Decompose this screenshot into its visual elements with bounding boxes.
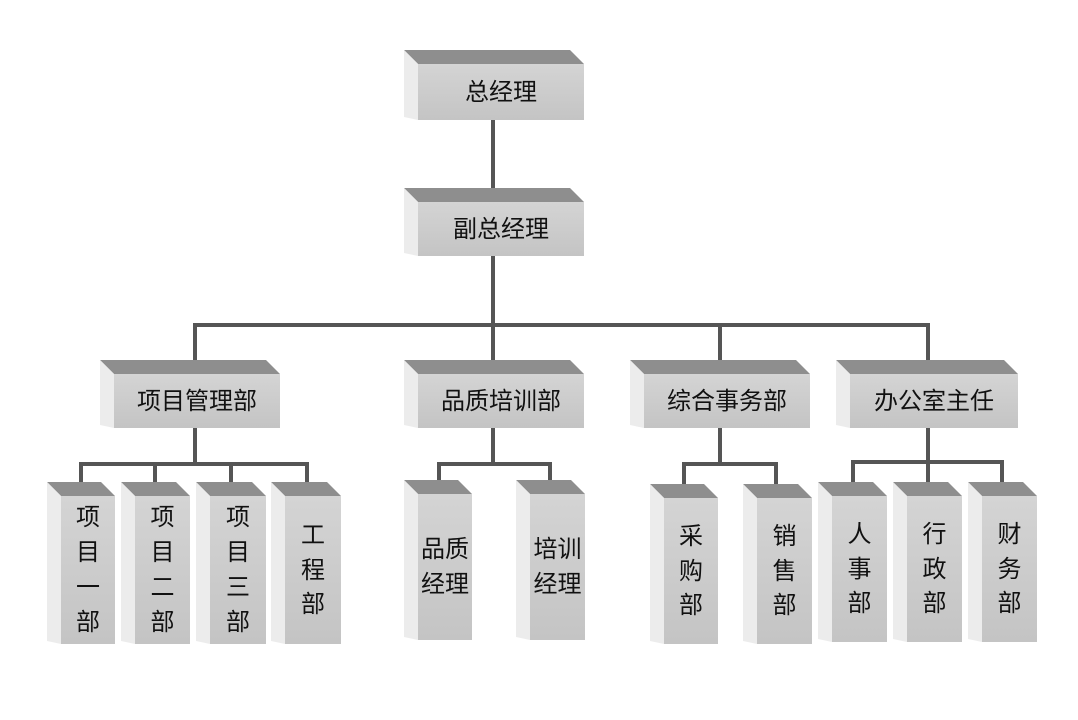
node-label: 销 售 部 — [757, 498, 812, 644]
node-label: 项 目 二 部 — [135, 496, 190, 644]
node-project-management-dept: 项目管理部 — [100, 360, 280, 428]
connector — [193, 323, 197, 363]
connector — [718, 428, 722, 464]
node-label: 人 事 部 — [832, 496, 887, 642]
connector — [851, 460, 855, 484]
node-label: 项 目 一 部 — [61, 496, 115, 644]
connector — [491, 323, 495, 363]
node-label: 行 政 部 — [907, 496, 962, 642]
connector — [491, 120, 495, 190]
connector — [491, 428, 495, 464]
node-label: 总经理 — [418, 64, 584, 120]
node-label: 品质培训部 — [418, 374, 584, 428]
leaf-hr: 人 事 部 — [818, 482, 887, 642]
connector — [437, 462, 441, 482]
node-label: 项 目 三 部 — [210, 496, 266, 644]
leaf-project-2: 项 目 二 部 — [121, 482, 190, 644]
connector — [437, 462, 552, 466]
leaf-project-3: 项 目 三 部 — [196, 482, 266, 644]
leaf-administration: 行 政 部 — [893, 482, 962, 642]
node-label: 财 务 部 — [982, 496, 1037, 642]
connector — [229, 462, 233, 484]
node-deputy-general-manager: 副总经理 — [404, 188, 584, 256]
connector — [718, 323, 722, 363]
connector — [926, 428, 930, 464]
leaf-sales: 销 售 部 — [743, 484, 812, 644]
leaf-finance: 财 务 部 — [968, 482, 1037, 642]
connector — [491, 256, 495, 326]
leaf-training-manager: 培训 经理 — [516, 480, 585, 640]
connector — [193, 428, 197, 464]
connector — [305, 462, 309, 484]
leaf-engineering: 工 程 部 — [271, 482, 341, 644]
node-label: 培训 经理 — [530, 494, 585, 640]
node-label: 综合事务部 — [644, 374, 810, 428]
node-label: 品质 经理 — [418, 494, 472, 640]
leaf-quality-manager: 品质 经理 — [404, 480, 472, 640]
connector — [548, 462, 552, 482]
connector — [79, 462, 83, 484]
connector — [1000, 460, 1004, 484]
connector — [682, 462, 686, 486]
connector — [79, 462, 309, 466]
leaf-purchasing: 采 购 部 — [650, 484, 718, 644]
leaf-project-1: 项 目 一 部 — [47, 482, 115, 644]
connector — [926, 323, 930, 363]
node-label: 采 购 部 — [664, 498, 718, 644]
connector — [926, 460, 930, 484]
node-general-affairs-dept: 综合事务部 — [630, 360, 810, 428]
node-label: 项目管理部 — [114, 374, 280, 428]
node-office-director: 办公室主任 — [836, 360, 1018, 428]
node-label: 副总经理 — [418, 202, 584, 256]
connector — [682, 462, 778, 466]
node-label: 办公室主任 — [850, 374, 1018, 428]
connector — [193, 323, 930, 327]
connector — [774, 462, 778, 486]
connector — [153, 462, 157, 484]
node-general-manager: 总经理 — [404, 50, 584, 120]
node-label: 工 程 部 — [285, 496, 341, 644]
node-quality-training-dept: 品质培训部 — [404, 360, 584, 428]
